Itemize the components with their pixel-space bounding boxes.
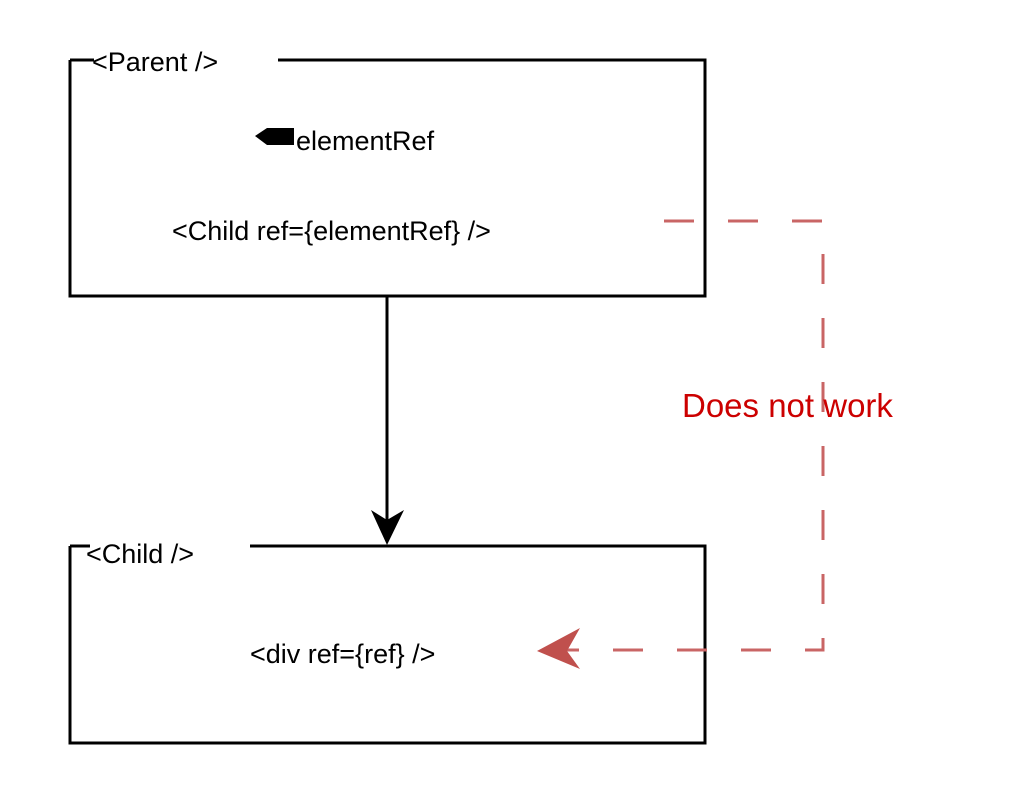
child-frame-title: <Child />: [86, 539, 194, 569]
child-frame: <Child /> <div ref={ref} />: [68, 539, 707, 745]
element-ref-label: elementRef: [296, 126, 435, 156]
dashed-connector-line: [555, 219, 825, 652]
arrowhead-left-icon: [537, 628, 580, 669]
parent-frame-border: [68, 58, 707, 298]
child-ref-usage: <Child ref={elementRef} />: [172, 216, 491, 246]
parent-frame-title: <Parent />: [92, 47, 218, 77]
arrowhead-down-icon: [371, 510, 404, 545]
ref-tag-icon: [255, 128, 294, 145]
parent-to-child-arrow: [371, 296, 404, 545]
parent-frame: <Parent /> elementRef <Child ref={elemen…: [68, 47, 707, 298]
does-not-work-annotation: Does not work: [682, 387, 893, 424]
div-ref-usage: <div ref={ref} />: [250, 639, 435, 669]
dashed-connector: [537, 219, 825, 669]
child-frame-border: [68, 544, 707, 745]
